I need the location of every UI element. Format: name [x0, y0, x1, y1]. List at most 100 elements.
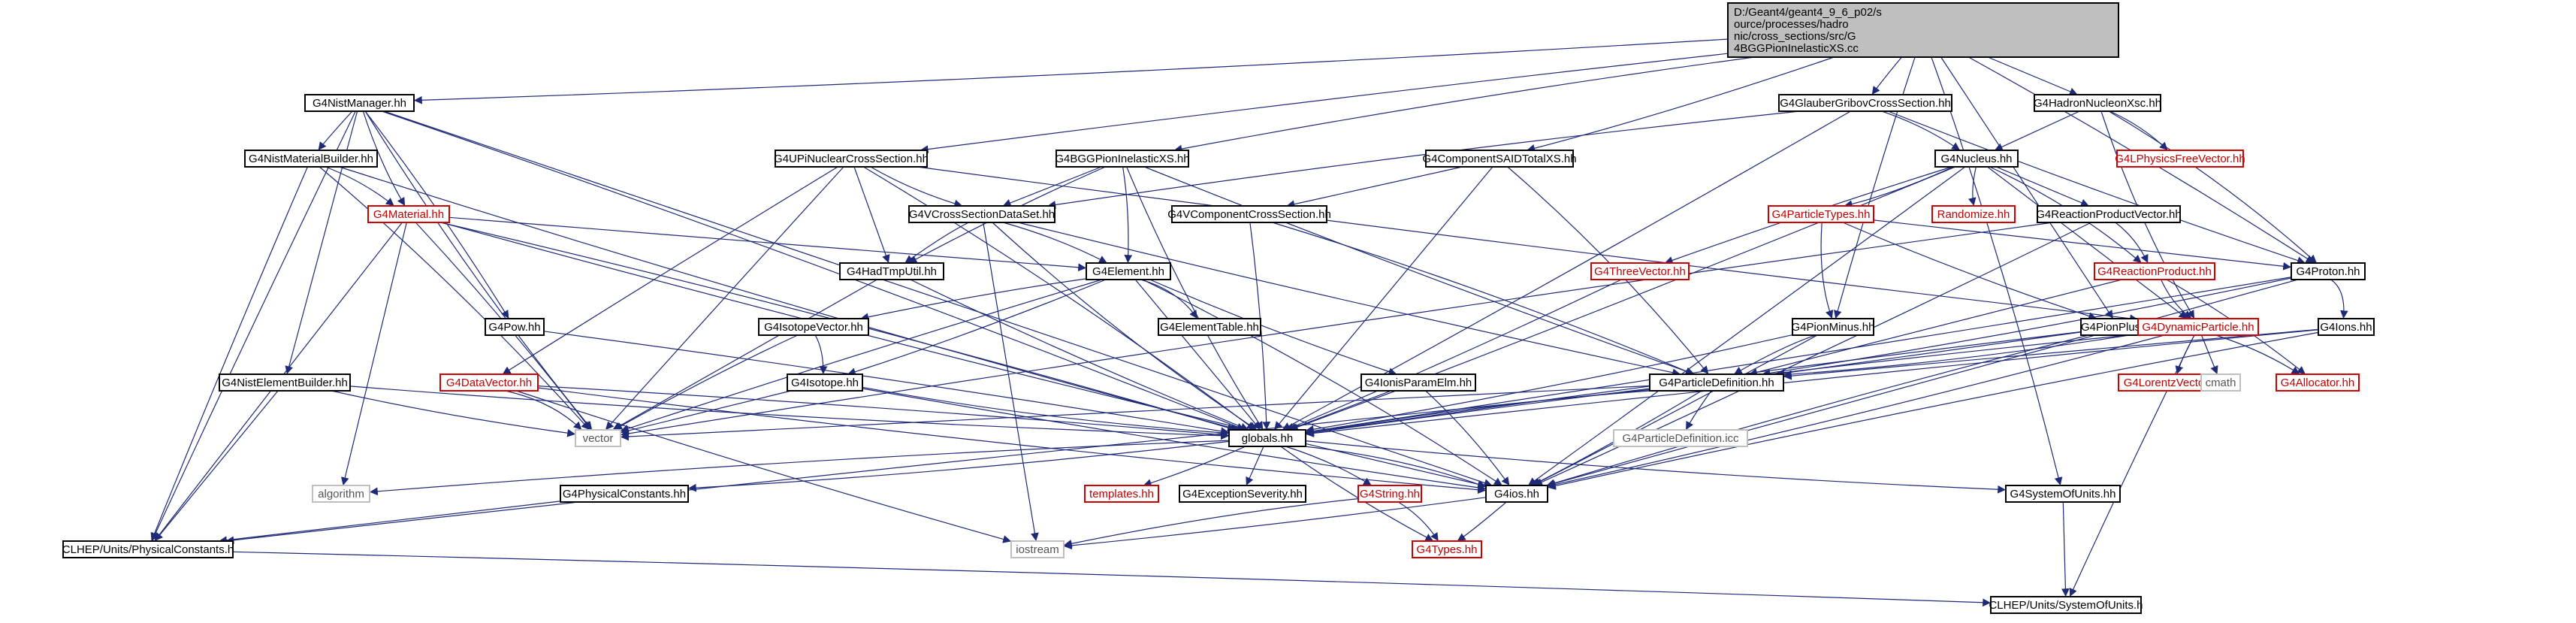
edge-pow-to-globals — [543, 331, 1230, 436]
edge-material-to-algorithm — [340, 222, 407, 486]
node-datavec[interactable]: G4DataVector.hh — [439, 373, 539, 392]
node-rpv[interactable]: G4ReactionProductVector.hh — [2036, 205, 2182, 223]
node-label: G4NistMaterialBuilder.hh — [249, 153, 373, 165]
edge-datavec-to-g4ios — [537, 387, 1487, 494]
node-g4string[interactable]: G4String.hh — [1357, 485, 1422, 503]
node-label: globals.hh — [1242, 432, 1293, 445]
node-label: G4Allocator.hh — [2281, 377, 2354, 389]
node-label: G4ios.hh — [1494, 488, 1539, 501]
node-exception[interactable]: G4ExceptionSeverity.hh — [1179, 485, 1306, 503]
edge-element-to-globals — [1134, 279, 1261, 431]
edge-isotope-to-globals — [862, 386, 1230, 437]
node-label: G4Material.hh — [373, 208, 444, 221]
node-box — [1934, 150, 2019, 168]
edge-rpv-to-vector — [620, 222, 2053, 438]
node-eltable[interactable]: G4ElementTable.hh — [1158, 318, 1261, 336]
edge-element-to-isovec — [860, 278, 1087, 322]
node-nistel[interactable]: G4NistElementBuilder.hh — [219, 373, 351, 392]
node-label: templates.hh — [1089, 488, 1154, 501]
node-glauber[interactable]: G4GlauberGribovCrossSection.hh — [1778, 94, 1952, 112]
edge-upi-to-globals — [863, 166, 1255, 431]
node-box — [485, 318, 545, 336]
node-label: G4VCrossSectionDataSet.hh — [909, 208, 1055, 221]
edge-material-to-element — [448, 216, 1087, 272]
node-box — [1485, 485, 1548, 503]
node-label: G4ThreeVector.hh — [1594, 265, 1686, 278]
node-isotope[interactable]: G4Isotope.hh — [787, 373, 863, 392]
node-label: G4PionMinus.hh — [1792, 321, 1875, 334]
node-compsaid[interactable]: G4ComponentSAIDTotalXS.hh — [1422, 150, 1577, 168]
node-label: G4String.hh — [1360, 488, 1420, 501]
node-box — [1649, 373, 1784, 392]
node-sysunits[interactable]: G4SystemOfUnits.hh — [2005, 485, 2121, 503]
edge-clhepconst-to-clhepunits — [232, 551, 1992, 607]
node-nist[interactable]: G4NistManager.hh — [304, 94, 415, 112]
node-threevec[interactable]: G4ThreeVector.hh — [1590, 262, 1690, 280]
node-allocator[interactable]: G4Allocator.hh — [2276, 373, 2360, 392]
node-randomize[interactable]: Randomize.hh — [1931, 205, 2016, 223]
edge-dynpart-to-g4ios — [1547, 334, 2165, 488]
node-dynpart[interactable]: G4DynamicParticle.hh — [2137, 318, 2259, 336]
edge-hadnuc-to-lphys — [2109, 110, 2169, 151]
node-vcomp[interactable]: G4VComponentCrossSection.hh — [1167, 205, 1331, 223]
node-g4types[interactable]: G4Types.hh — [1412, 540, 1482, 558]
edge-root-to-pionplus — [1940, 56, 2114, 319]
node-ionisparam[interactable]: G4IonisParamElm.hh — [1360, 373, 1476, 392]
node-globals[interactable]: globals.hh — [1228, 429, 1306, 447]
node-vcsds[interactable]: G4VCrossSectionDataSet.hh — [908, 205, 1055, 223]
edge-isotope-to-vector — [620, 390, 792, 435]
node-nistmat[interactable]: G4NistMaterialBuilder.hh — [244, 150, 378, 168]
node-root[interactable]: D:/Geant4/geant4_9_6_p02/source/processe… — [1727, 2, 2119, 58]
node-proton[interactable]: G4Proton.hh — [2291, 262, 2366, 280]
edge-globals-to-sysunits — [1305, 440, 2007, 494]
node-templates[interactable]: templates.hh — [1084, 485, 1159, 503]
node-element[interactable]: G4Element.hh — [1086, 262, 1171, 280]
node-bggpion[interactable]: G4BGGPionInelasticXS.hh — [1055, 150, 1190, 168]
node-box — [367, 205, 450, 223]
node-label: G4Ions.hh — [2320, 321, 2372, 334]
edge-isovec-to-vector — [614, 334, 798, 431]
node-partdef[interactable]: G4ParticleDefinition.hh — [1649, 373, 1784, 392]
node-box — [2094, 262, 2215, 280]
node-label: G4NistManager.hh — [313, 97, 406, 110]
node-label: vector — [583, 432, 614, 445]
edge-nist-to-material — [362, 110, 406, 207]
node-ptypes[interactable]: G4ParticleTypes.hh — [1768, 205, 1874, 223]
node-ions[interactable]: G4Ions.hh — [2318, 318, 2375, 336]
edge-physconst-to-clhepconst — [219, 501, 561, 545]
node-lphys[interactable]: G4LPhysicsFreeVector.hh — [2115, 150, 2245, 168]
node-material[interactable]: G4Material.hh — [367, 205, 450, 223]
edge-nucleus-to-dynpart — [1987, 166, 2188, 319]
edge-globals-to-g4types — [1280, 446, 1434, 542]
node-hadnuc[interactable]: G4HadronNucleonXsc.hh — [2034, 94, 2161, 112]
node-isovec[interactable]: G4IsotopeVector.hh — [758, 318, 869, 336]
edge-compsaid-to-globals — [1273, 166, 1493, 431]
edge-glauber-to-nucleus — [1881, 110, 1961, 151]
node-label: G4DynamicParticle.hh — [2142, 321, 2254, 334]
node-hadtmp[interactable]: G4HadTmpUtil.hh — [839, 262, 944, 280]
node-box — [1613, 429, 1748, 447]
node-layer: D:/Geant4/geant4_9_6_p02/source/processe… — [62, 2, 2375, 614]
edge-upi-to-vector — [605, 166, 844, 431]
node-rp[interactable]: G4ReactionProduct.hh — [2094, 262, 2215, 280]
node-label: G4Isotope.hh — [791, 377, 859, 389]
node-clhepconst[interactable]: CLHEP/Units/PhysicalConstants.h — [62, 540, 234, 558]
node-vector: vector — [575, 429, 621, 447]
edge-upi-to-datavec — [502, 166, 838, 375]
node-box — [908, 205, 1055, 223]
node-partdeficc: G4ParticleDefinition.icc — [1613, 429, 1748, 447]
node-clhepunits[interactable]: CLHEP/Units/SystemOfUnits.h — [1989, 596, 2143, 614]
node-label: G4UPiNuclearCrossSection.hh — [774, 153, 929, 165]
node-physconst[interactable]: G4PhysicalConstants.hh — [560, 485, 689, 503]
node-label: G4DataVector.hh — [446, 377, 532, 389]
node-label: G4Types.hh — [1417, 543, 1478, 556]
edge-g4ios-to-g4types — [1457, 501, 1507, 542]
node-pow[interactable]: G4Pow.hh — [485, 318, 545, 336]
edge-root-to-hadnuc — [1987, 56, 2078, 95]
node-nucleus[interactable]: G4Nucleus.hh — [1934, 150, 2019, 168]
node-pionminus[interactable]: G4PionMinus.hh — [1792, 318, 1875, 336]
node-upi[interactable]: G4UPiNuclearCrossSection.hh — [774, 150, 929, 168]
edge-layer — [150, 38, 2348, 607]
node-g4ios[interactable]: G4ios.hh — [1485, 485, 1548, 503]
node-label: G4ReactionProduct.hh — [2097, 265, 2212, 278]
